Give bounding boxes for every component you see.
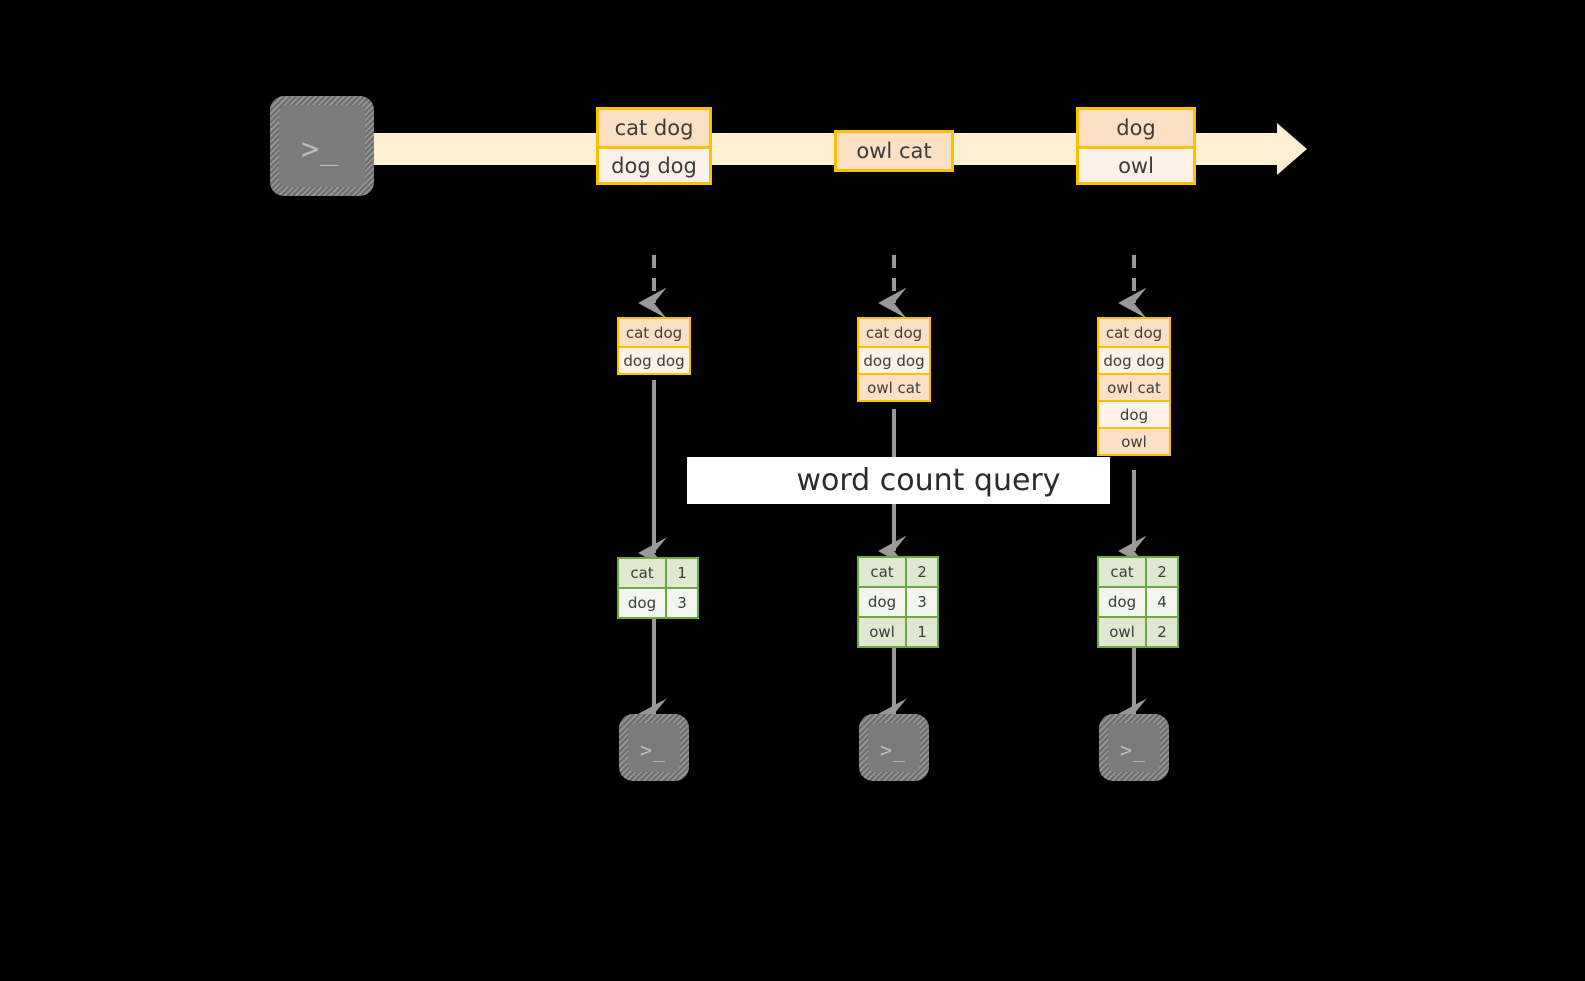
table-row: dog 3 <box>859 586 937 616</box>
terminal-prompt-glyph: >_ <box>640 738 666 762</box>
result-word: dog <box>619 589 665 617</box>
result-count: 4 <box>1145 588 1177 616</box>
batch-input-line: owl cat <box>859 373 929 400</box>
icon-face <box>628 723 680 772</box>
stream-message-2: owl cat <box>834 130 954 172</box>
result-word: cat <box>859 558 905 586</box>
batch-2-sink-terminal-icon: >_ <box>859 714 929 781</box>
batch-input-line: dog dog <box>859 346 929 373</box>
result-word: cat <box>1099 558 1145 586</box>
table-row: dog 3 <box>619 587 697 617</box>
stream-message-line: owl <box>1079 146 1193 182</box>
stream-message-line: dog dog <box>599 146 709 182</box>
table-row: cat 1 <box>619 559 697 587</box>
batch-input-line: dog <box>1099 400 1169 427</box>
result-count: 2 <box>1145 618 1177 646</box>
icon-face <box>1108 723 1160 772</box>
batch-input-line: owl cat <box>1099 373 1169 400</box>
result-word: owl <box>859 618 905 646</box>
result-count: 1 <box>905 618 937 646</box>
table-row: cat 2 <box>1099 558 1177 586</box>
stream-message-line: cat dog <box>599 110 709 146</box>
batch-3-input-stack: cat dog dog dog owl cat dog owl <box>1097 317 1171 456</box>
table-row: owl 2 <box>1099 616 1177 646</box>
table-row: cat 2 <box>859 558 937 586</box>
stream-message-line: dog <box>1079 110 1193 146</box>
batch-3-sink-terminal-icon: >_ <box>1099 714 1169 781</box>
terminal-prompt-glyph: >_ <box>880 738 906 762</box>
result-word: cat <box>619 559 665 587</box>
batch-input-line: cat dog <box>619 319 689 346</box>
result-count: 2 <box>905 558 937 586</box>
source-terminal-icon: >_ <box>270 96 374 196</box>
batch-input-line: cat dog <box>859 319 929 346</box>
terminal-prompt-glyph: >_ <box>1120 738 1146 762</box>
icon-face <box>279 105 365 187</box>
result-count: 3 <box>665 589 697 617</box>
terminal-prompt-glyph: >_ <box>301 132 340 167</box>
result-word: owl <box>1099 618 1145 646</box>
batch-3-result-table: cat 2 dog 4 owl 2 <box>1097 556 1179 648</box>
result-word: dog <box>859 588 905 616</box>
batch-input-line: cat dog <box>1099 319 1169 346</box>
batch-2-result-table: cat 2 dog 3 owl 1 <box>857 556 939 648</box>
stream-message-3: dog owl <box>1076 107 1196 185</box>
table-row: dog 4 <box>1099 586 1177 616</box>
batch-input-line: dog dog <box>1099 346 1169 373</box>
result-word: dog <box>1099 588 1145 616</box>
batch-1-result-table: cat 1 dog 3 <box>617 557 699 619</box>
batch-1-input-stack: cat dog dog dog <box>617 317 691 375</box>
query-banner: word count query <box>687 457 1110 504</box>
batch-input-line: dog dog <box>619 346 689 373</box>
stream-message-line: owl cat <box>837 133 951 169</box>
result-count: 2 <box>1145 558 1177 586</box>
batch-2-input-stack: cat dog dog dog owl cat <box>857 317 931 402</box>
table-row: owl 1 <box>859 616 937 646</box>
result-count: 3 <box>905 588 937 616</box>
stream-arrow-head <box>1277 123 1307 175</box>
icon-face <box>868 723 920 772</box>
stream-message-1: cat dog dog dog <box>596 107 712 185</box>
query-label: word count query <box>796 463 1061 498</box>
batch-input-line: owl <box>1099 427 1169 454</box>
batch-1-sink-terminal-icon: >_ <box>619 714 689 781</box>
result-count: 1 <box>665 559 697 587</box>
